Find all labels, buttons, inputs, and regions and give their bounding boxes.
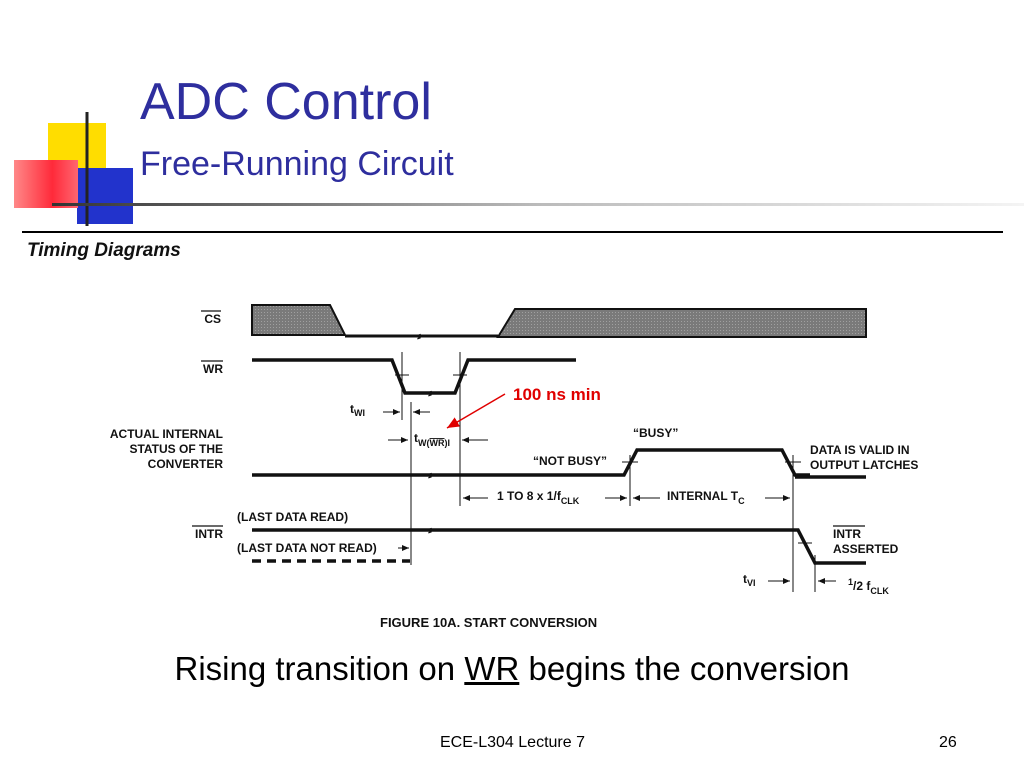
footer-page-number: 26 <box>939 734 957 751</box>
caption-text-after: begins the conversion <box>519 650 850 687</box>
min-pulse-annotation: 100 ns min <box>513 385 601 404</box>
min-pulse-arrow <box>446 393 506 429</box>
twwr-label: tW(WR)I <box>414 431 450 448</box>
status-waveform <box>252 448 810 477</box>
wr-waveform <box>252 358 576 395</box>
footer-course: ECE-L304 Lecture 7 <box>440 734 585 751</box>
intr-signal-label: INTR <box>195 527 223 541</box>
intr-asserted-line2: ASSERTED <box>833 542 899 556</box>
header-decoration <box>14 112 1024 233</box>
cs-break-mark: ⸗ <box>417 328 421 343</box>
busy-label: “BUSY” <box>633 426 678 440</box>
not-busy-label: “NOT BUSY” <box>533 454 607 468</box>
interval-1to8-label: 1 TO 8 x 1/fCLK <box>497 489 580 506</box>
deco-red-square <box>14 160 78 208</box>
half-fclk-label: 1/2 fCLK <box>848 577 889 596</box>
figure-caption: FIGURE 10A. START CONVERSION <box>380 615 597 630</box>
title-rule <box>52 203 1024 206</box>
cs-high-region-left <box>251 304 347 336</box>
cs-high-region-right <box>496 308 867 338</box>
intr-break-mark: ⸗ <box>428 522 432 537</box>
last-data-not-read-label: (LAST DATA NOT READ) <box>237 541 377 555</box>
data-valid-line1: DATA IS VALID IN <box>810 443 910 457</box>
tvi-label: tVI <box>743 572 756 588</box>
slide-caption: Rising transition on WR begins the conve… <box>0 650 1024 688</box>
status-label-line2: STATUS OF THE <box>129 442 223 456</box>
caption-text-before: Rising transition on <box>174 650 465 687</box>
status-label-line1: ACTUAL INTERNAL <box>110 427 223 441</box>
diagram-heading: Timing Diagrams <box>27 240 181 261</box>
status-label-line3: CONVERTER <box>148 457 224 471</box>
last-data-read-label: (LAST DATA READ) <box>237 510 348 524</box>
intr-asserted-line1: INTR <box>833 527 861 541</box>
intr-waveform <box>252 528 866 565</box>
wr-break-mark: ⸗ <box>428 385 432 400</box>
status-break-mark: ⸗ <box>428 467 432 482</box>
caption-signal-wr: WR <box>464 650 520 687</box>
data-valid-line2: OUTPUT LATCHES <box>810 458 918 472</box>
slide-title: ADC Control <box>140 73 432 131</box>
twi-label: tWI <box>350 402 365 418</box>
slide-subtitle: Free-Running Circuit <box>140 145 454 183</box>
cs-signal-label: CS <box>204 312 221 326</box>
internal-tc-label: INTERNAL TC <box>667 489 745 506</box>
wr-signal-label: WR <box>203 362 223 376</box>
